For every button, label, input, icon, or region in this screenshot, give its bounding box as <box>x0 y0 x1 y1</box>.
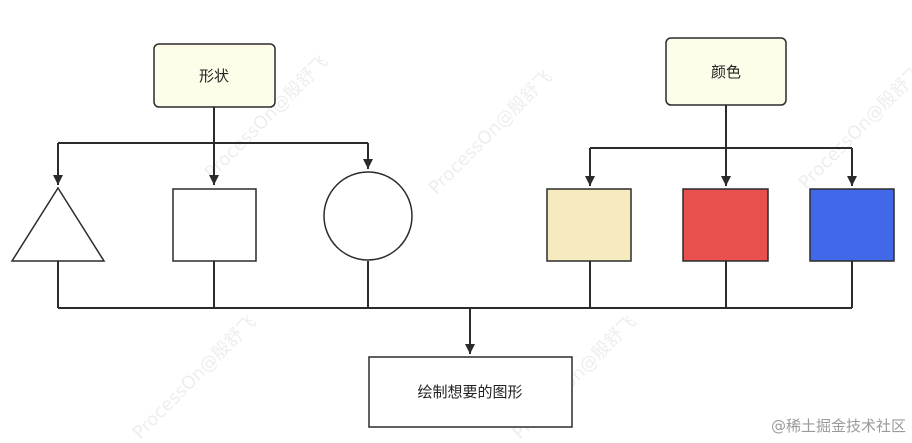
result-node-box <box>368 356 573 428</box>
result-node[interactable]: 绘制想要的图形 <box>368 356 573 428</box>
color-node-box <box>665 37 787 106</box>
blue-swatch[interactable] <box>809 188 895 262</box>
triangle-shape[interactable] <box>10 186 106 262</box>
red-swatch[interactable] <box>682 188 769 262</box>
result-node-label: 绘制想要的图形 <box>417 383 522 401</box>
watermark-text: ProcessOn@殷舒飞 <box>795 61 912 193</box>
square-shape[interactable] <box>172 188 257 262</box>
color-node[interactable]: 颜色 <box>665 37 787 106</box>
shape-node[interactable]: 形状 <box>153 43 276 108</box>
watermark-text: ProcessOn@殷舒飞 <box>425 66 557 198</box>
shape-node-box <box>153 43 276 108</box>
credit-text: @稀土掘金技术社区 <box>771 417 906 435</box>
watermark-text: ProcessOn@殷舒飞 <box>129 311 261 443</box>
shape-node-label: 形状 <box>199 67 229 85</box>
connectors <box>53 105 857 354</box>
beige-swatch[interactable] <box>546 188 632 262</box>
color-node-label: 颜色 <box>711 63 741 81</box>
circle-shape[interactable] <box>323 171 413 261</box>
